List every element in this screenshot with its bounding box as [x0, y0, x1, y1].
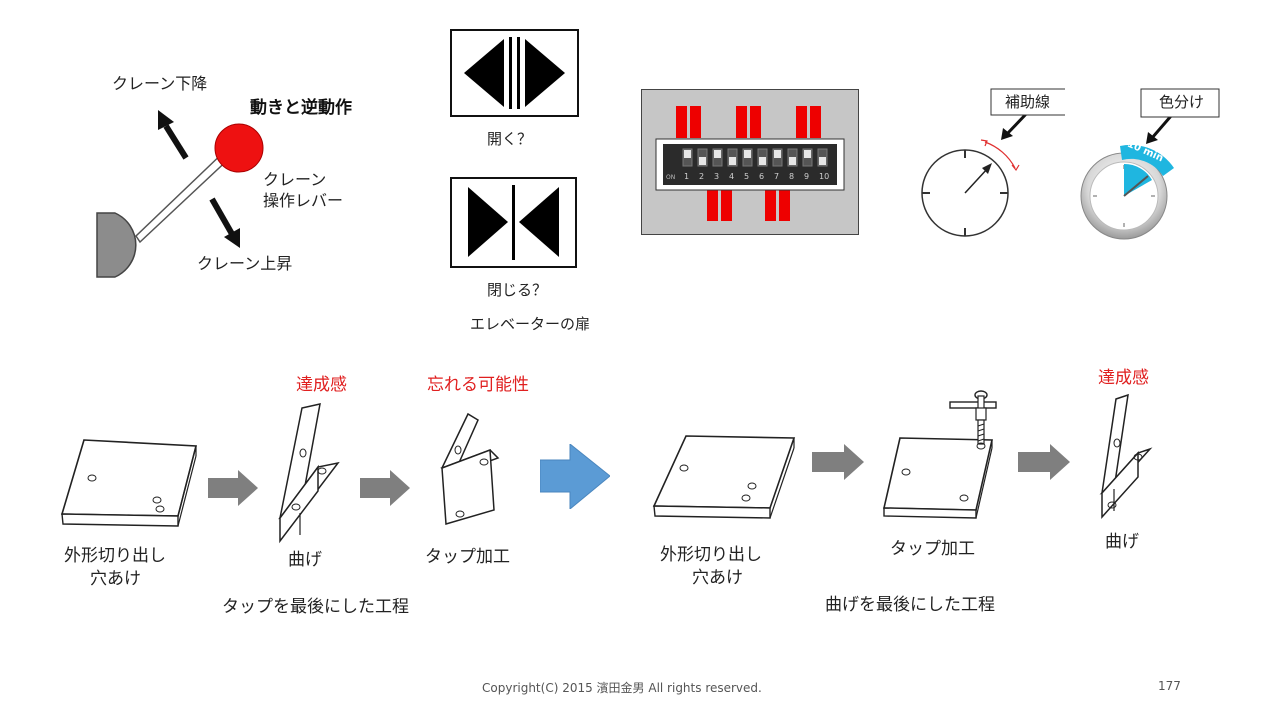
lever-knob: [214, 123, 264, 173]
elevator-open-button-icon: [450, 29, 579, 117]
process-a-step1-line1: 外形切り出し: [64, 546, 166, 566]
process-a-tapped-part-icon: [440, 412, 500, 525]
dip-switch-knob: [684, 150, 691, 158]
process-b-step1-line2: 穴あけ: [692, 568, 743, 588]
timer-callout-label: 色分け: [1159, 93, 1205, 111]
dip-switch-knob: [819, 157, 826, 165]
page-number: 177: [1158, 679, 1181, 693]
process-b-step2-label: タップ加工: [890, 539, 975, 559]
dip-switch-number: 2: [699, 172, 704, 181]
comparison-arrow-icon: [540, 444, 610, 509]
process-a-step3-label: タップ加工: [425, 547, 510, 567]
dip-switch-illustration: ON 1 2 3 4 5 6 7 8 9 10: [641, 89, 859, 235]
dip-switch-number: 3: [714, 172, 719, 181]
process-b-arrow-2-icon: [1018, 444, 1070, 480]
dip-switch-number: 6: [759, 172, 764, 181]
copyright-footer: Copyright(C) 2015 濱田金男 All rights reserv…: [482, 681, 762, 695]
dip-switch-number: 8: [789, 172, 794, 181]
dip-switch-number: 5: [744, 172, 749, 181]
process-b-bent-part-icon: [1099, 393, 1153, 519]
elevator-open-label: 開く？: [487, 130, 533, 148]
process-a-bent-part-icon: [278, 403, 340, 544]
process-a-arrow-1-icon: [208, 470, 258, 506]
process-b-caption: 曲げを最後にした工程: [825, 595, 995, 615]
process-a-caption: タップを最後にした工程: [222, 597, 409, 617]
dip-switch-knob: [729, 157, 736, 165]
process-b-arrow-1-icon: [812, 444, 864, 480]
lever-label-line2: 操作レバー: [263, 191, 344, 210]
clock-with-guide-line-illustration: [921, 88, 1065, 237]
dip-on-label: ON: [666, 174, 675, 181]
crane-title: 動きと逆動作: [250, 98, 352, 118]
dip-switch-number: 7: [774, 172, 779, 181]
dip-switch-knob: [744, 150, 751, 158]
elevator-close-label: 閉じる？: [487, 281, 548, 299]
process-b-step1-line1: 外形切り出し: [660, 545, 762, 565]
elevator-caption: エレベーターの扉: [470, 315, 591, 333]
crane-down-label: クレーン下降: [112, 74, 208, 93]
clock-hand: [964, 167, 989, 194]
dip-switch-knob: [804, 150, 811, 158]
dip-switch-knob: [789, 157, 796, 165]
lever-base: [96, 212, 137, 278]
dip-switch-knob: [699, 157, 706, 165]
dip-switch-knob: [714, 150, 721, 158]
lever-label-line1: クレーン: [263, 170, 327, 189]
process-a-step2-note: 達成感: [296, 375, 347, 395]
crane-up-arrow-icon: [209, 197, 240, 248]
process-b-step3-label: 曲げ: [1105, 532, 1139, 552]
dip-switch-knob: [759, 157, 766, 165]
process-a-step2-label: 曲げ: [288, 550, 322, 570]
clock-callout-label: 補助線: [1005, 93, 1051, 111]
process-a-arrow-2-icon: [360, 470, 410, 506]
dip-switch-number: 4: [729, 172, 734, 181]
crane-up-label: クレーン上昇: [197, 254, 293, 273]
dip-switch-number: 10: [819, 172, 829, 181]
crane-lever-illustration: [96, 110, 264, 278]
crane-down-arrow-icon: [158, 110, 189, 160]
dip-switch-knob: [774, 150, 781, 158]
process-b-tapping-plate-icon: [883, 390, 997, 519]
process-a-plate-icon: [60, 439, 198, 527]
process-a-step3-note: 忘れる可能性: [427, 375, 529, 395]
dip-switch-number: 1: [684, 172, 689, 181]
process-b-step3-note: 達成感: [1098, 368, 1149, 388]
process-a-step1-line2: 穴あけ: [90, 569, 141, 589]
elevator-close-button-icon: [450, 177, 577, 268]
process-b-plate-icon: [652, 435, 796, 519]
timer-with-color-coding-illustration: [1080, 88, 1220, 240]
dip-switch-number: 9: [804, 172, 809, 181]
